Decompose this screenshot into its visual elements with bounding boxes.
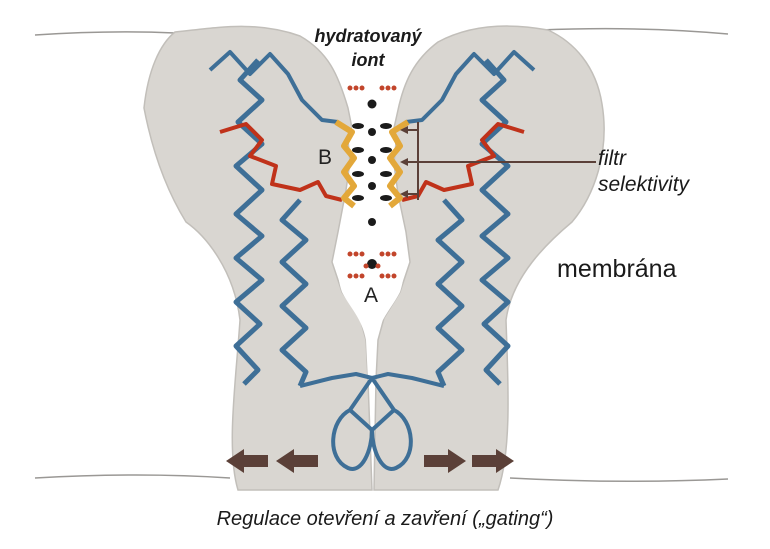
helix-right-inner	[435, 198, 465, 387]
filter-right	[387, 119, 410, 209]
filter-pointer	[400, 122, 596, 200]
red-loop-left	[219, 122, 343, 202]
site-a-label: A	[364, 284, 379, 307]
hydrated-ion-label-line1: hydratovaný	[314, 26, 422, 46]
arrow-left-outer	[226, 449, 268, 473]
water-molecules	[347, 85, 397, 279]
helix-left-outer	[233, 58, 265, 386]
membrane-top-line	[34, 27, 729, 36]
ions	[352, 99, 392, 269]
helix-left-inner	[279, 198, 309, 387]
gating-arrows	[226, 449, 514, 473]
hydrated-ion-label-line2: iont	[351, 50, 385, 70]
site-b-label: B	[318, 146, 333, 169]
selectivity-filter-label-line1: filtr	[598, 147, 626, 170]
pore	[337, 110, 405, 380]
membrane-label: membrána	[557, 255, 677, 283]
red-loop-right	[401, 122, 525, 202]
arrow-right-outer	[472, 449, 514, 473]
selectivity-filter-label-line2: selektivity	[598, 173, 690, 196]
gate-loops	[299, 372, 445, 471]
arrow-left-inner	[276, 449, 318, 473]
helix-left-top	[208, 50, 339, 124]
membrane-bottom-line	[34, 474, 729, 483]
arrow-right-inner	[424, 449, 466, 473]
hydrated-ion-label: hydratovaný iont	[288, 24, 448, 72]
filter-left	[334, 119, 357, 209]
selectivity-filter-label: filtr selektivity	[598, 146, 689, 198]
helix-right-top	[405, 50, 536, 124]
helix-right-outer	[479, 58, 511, 386]
caption: Regulace otevření a zavření („gating“)	[216, 508, 554, 530]
